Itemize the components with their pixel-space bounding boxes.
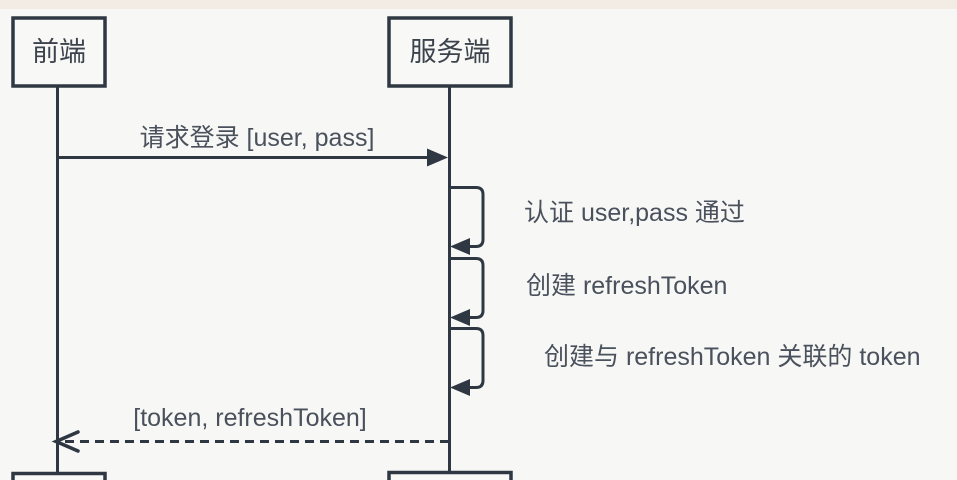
message-return-tokens-label: [token, refreshToken] (133, 404, 366, 432)
self-message-authenticate-label: 认证 user,pass 通过 (524, 199, 745, 227)
self-message-authenticate-loop (449, 186, 485, 248)
message-login-request: 请求登录 [user, pass] (57, 124, 448, 167)
actor-server-top: 服务端 (387, 16, 513, 88)
arrowhead-left-icon (450, 309, 470, 326)
message-return-tokens: [token, refreshToken] (51, 404, 449, 453)
actor-label-server: 服务端 (410, 37, 491, 67)
arrowhead-left-icon (450, 379, 470, 396)
arrowhead-left-icon (450, 238, 470, 255)
top-strip (0, 0, 957, 9)
actor-frontend-top: 前端 (11, 16, 107, 88)
actor-label-frontend: 前端 (32, 37, 86, 67)
self-message-create-refresh-token-label: 创建 refreshToken (526, 272, 727, 300)
actor-box-server (387, 16, 513, 88)
actor-box-server-bottom (387, 470, 513, 480)
arrowhead-open-left-icon (51, 430, 80, 453)
self-message-create-token-loop (449, 327, 485, 389)
self-message-create-refresh-token-loop (449, 257, 485, 319)
self-message-create-refresh-token: 创建 refreshToken (449, 257, 727, 326)
self-message-create-token: 创建与 refreshToken 关联的 token (449, 327, 921, 396)
actor-box-frontend (11, 16, 107, 88)
actor-box-frontend-bottom (11, 471, 107, 480)
self-message-create-token-label: 创建与 refreshToken 关联的 token (544, 343, 921, 371)
message-login-request-label: 请求登录 [user, pass] (140, 124, 375, 152)
self-message-authenticate: 认证 user,pass 通过 (449, 186, 745, 255)
arrowhead-right-icon (427, 148, 448, 167)
